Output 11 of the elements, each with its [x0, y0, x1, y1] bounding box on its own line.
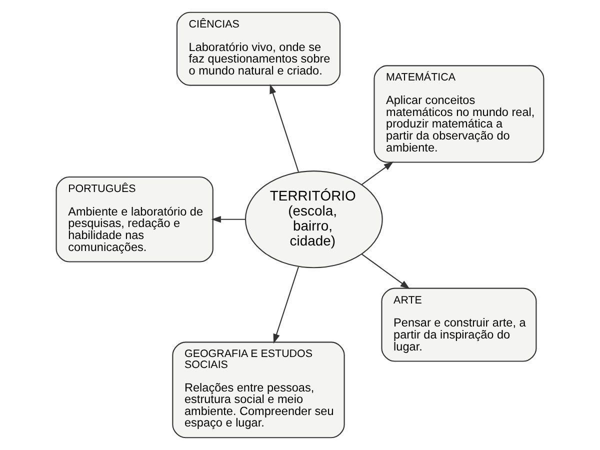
- node-ellipse: TERRITÓRIO (escola, bairro, cidade): [244, 170, 383, 268]
- arrow: [273, 266, 299, 344]
- arrow: [362, 162, 394, 185]
- node-box: MATEMÁTICA Aplicar conceitos matemáticos no mundo real, produzir matemática a partir da observação do ambiente.: [374, 65, 544, 163]
- node-box: CIÊNCIAS Laboratório vivo, onde se faz questionamentos sobre o mundo natural e criado.: [176, 12, 341, 86]
- node-box: PORTUGUÊS Ambiente e laboratório de pesquisas, redação e habilidade nas comunicações.: [56, 176, 214, 262]
- arrow: [270, 84, 299, 172]
- node-box: ARTE Pensar e construir arte, a partir da inspiração do lugar.: [381, 288, 537, 362]
- arrow: [211, 216, 246, 223]
- node-box: GEOGRAFIA E ESTUDOS SOCIAIS Relações entre pessoas, estrutura social e meio ambiente. Compreender seu espaço e lugar.: [172, 342, 345, 438]
- arrow: [362, 254, 410, 290]
